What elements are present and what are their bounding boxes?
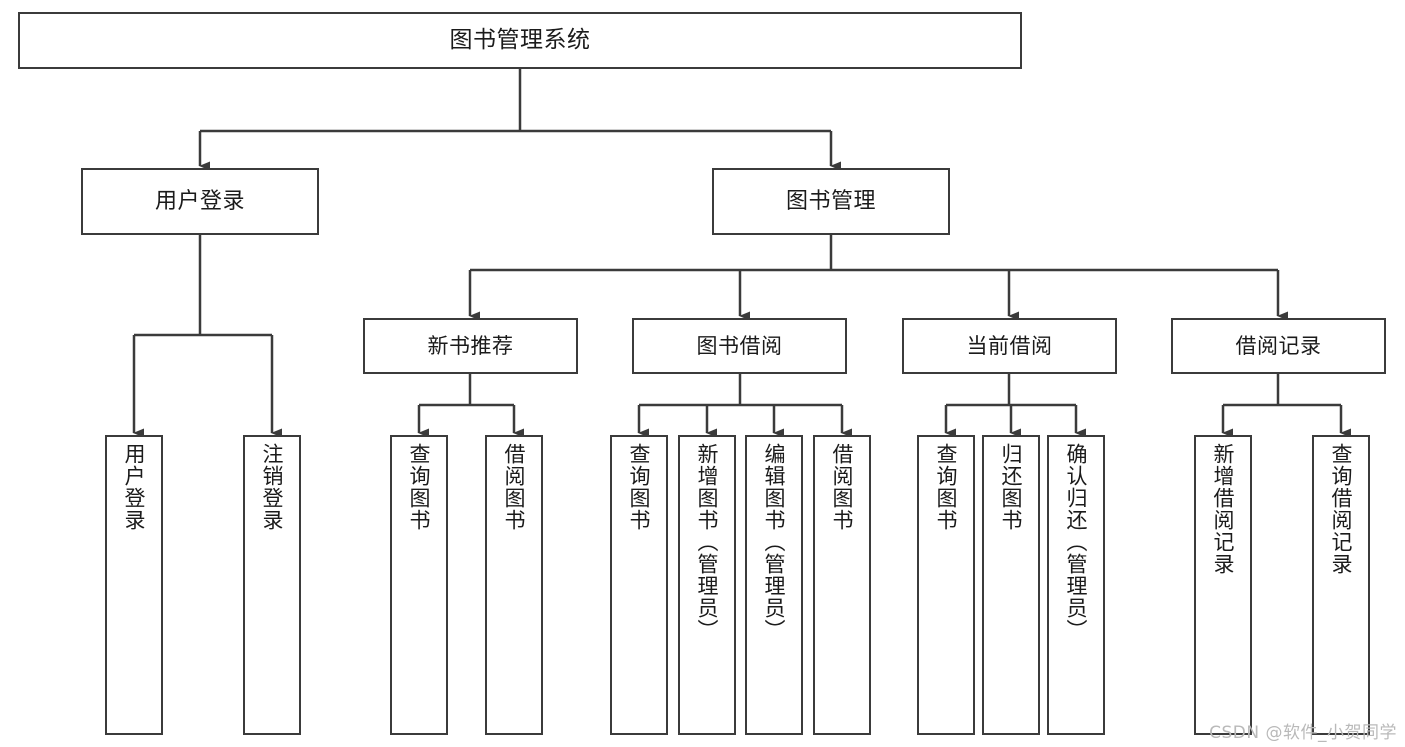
leaf-node-0-label: 用户登录 [122, 443, 147, 531]
leaf-node-3-label: 借阅图书 [502, 443, 527, 531]
level3-node-1[interactable]: 图书借阅 [632, 318, 847, 374]
leaf-node-7[interactable]: 借阅图书 [813, 435, 871, 735]
leaf-node-6[interactable]: 编辑图书（管理员） [745, 435, 803, 735]
leaf-node-8-label: 查询图书 [934, 443, 959, 531]
leaf-node-11[interactable]: 新增借阅记录 [1194, 435, 1252, 735]
level3-node-3[interactable]: 借阅记录 [1171, 318, 1386, 374]
leaf-node-3[interactable]: 借阅图书 [485, 435, 543, 735]
leaf-node-9[interactable]: 归还图书 [982, 435, 1040, 735]
csdn-watermark: CSDN @软件_小贺同学 [1209, 723, 1397, 743]
leaf-node-4[interactable]: 查询图书 [610, 435, 668, 735]
leaf-node-2-label: 查询图书 [407, 443, 432, 531]
leaf-node-8[interactable]: 查询图书 [917, 435, 975, 735]
leaf-node-5-label: 新增图书（管理员） [695, 443, 720, 641]
leaf-node-6-label: 编辑图书（管理员） [762, 443, 787, 641]
level2-node-0[interactable]: 用户登录 [81, 168, 319, 235]
leaf-node-10-label: 确认归还（管理员） [1064, 443, 1089, 641]
leaf-node-5[interactable]: 新增图书（管理员） [678, 435, 736, 735]
leaf-node-12-label: 查询借阅记录 [1329, 443, 1354, 575]
root-node[interactable]: 图书管理系统 [18, 12, 1022, 69]
leaf-node-4-label: 查询图书 [627, 443, 652, 531]
leaf-node-7-label: 借阅图书 [830, 443, 855, 531]
level2-node-1[interactable]: 图书管理 [712, 168, 950, 235]
level3-node-2[interactable]: 当前借阅 [902, 318, 1117, 374]
leaf-node-0[interactable]: 用户登录 [105, 435, 163, 735]
level2-node-1-label: 图书管理 [785, 188, 876, 214]
leaf-node-1-label: 注销登录 [260, 443, 285, 531]
leaf-node-10[interactable]: 确认归还（管理员） [1047, 435, 1105, 735]
leaf-node-1[interactable]: 注销登录 [243, 435, 301, 735]
level3-node-2-label: 当前借阅 [966, 333, 1053, 358]
leaf-node-9-label: 归还图书 [999, 443, 1024, 531]
leaf-node-11-label: 新增借阅记录 [1211, 443, 1236, 575]
leaf-node-12[interactable]: 查询借阅记录 [1312, 435, 1370, 735]
level3-node-0-label: 新书推荐 [427, 333, 514, 358]
level3-node-0[interactable]: 新书推荐 [363, 318, 578, 374]
level2-node-0-label: 用户登录 [154, 188, 245, 214]
level3-node-3-label: 借阅记录 [1235, 333, 1322, 358]
root-node-label: 图书管理系统 [449, 27, 591, 54]
leaf-node-2[interactable]: 查询图书 [390, 435, 448, 735]
level3-node-1-label: 图书借阅 [696, 333, 783, 358]
